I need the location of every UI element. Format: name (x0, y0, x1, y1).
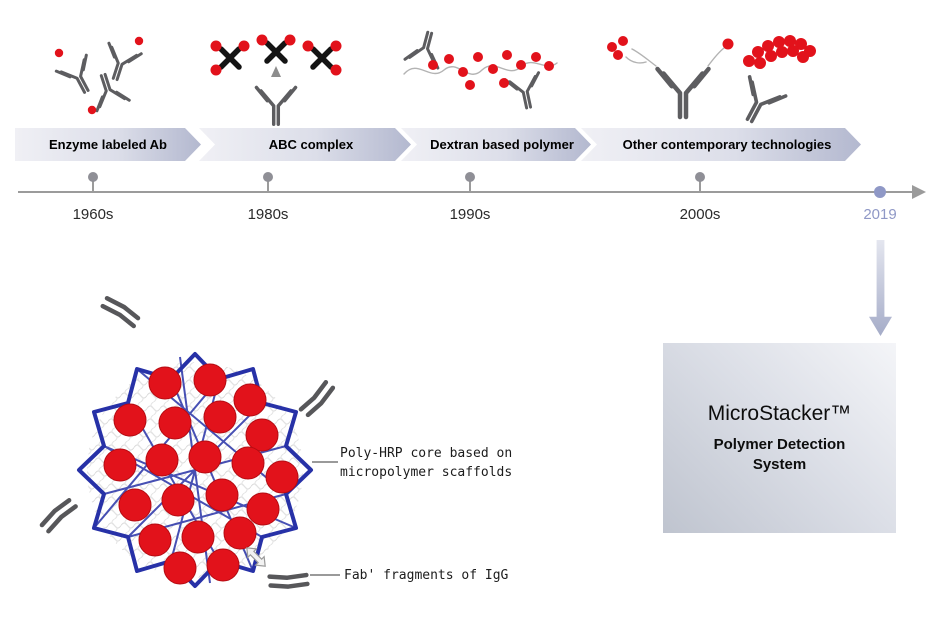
antibody-icon (503, 71, 547, 113)
antibody-icon (54, 53, 103, 101)
banner-contemporary-technologies: Other contemporary technologies (581, 128, 861, 161)
antibody-icon (403, 26, 448, 70)
year-label: 2000s (679, 206, 721, 223)
illustration-contemporary-technologies (607, 35, 816, 128)
enzyme-dot (134, 36, 144, 46)
core-label: Poly-HRP core based on micropolymer scaf… (340, 445, 512, 483)
enzyme-dots (607, 36, 628, 60)
core-label-line2: micropolymer scaffolds (340, 464, 513, 480)
enzyme-dot (722, 38, 734, 50)
avidin-x-icon (221, 49, 239, 67)
callout-line-core (312, 461, 338, 463)
banner-label: Dextran based polymer (430, 137, 574, 152)
core-label-line1: Poly-HRP core based on (340, 446, 513, 461)
tick-dot-2000s (695, 172, 705, 182)
tick-dot-1990s (465, 172, 475, 182)
tick-1990s (469, 177, 471, 192)
linker-squiggle (631, 48, 657, 67)
enzyme-dot (87, 105, 97, 115)
timeline-illustrations (54, 26, 816, 128)
tick-dot-2019 (874, 186, 886, 198)
banner-abc-complex: ABC complex (199, 128, 411, 161)
antibody-icon (254, 85, 298, 127)
avidin-x-icon (313, 49, 331, 67)
enzyme-dots (428, 50, 554, 90)
tick-2000s (699, 177, 701, 192)
banner-enzyme-labeled-ab: Enzyme labeled Ab (15, 128, 201, 161)
illustration-abc-complex (210, 34, 342, 127)
antibody-icon (85, 68, 131, 113)
avidin-x-icon (267, 43, 285, 61)
callout-line-fab (310, 574, 340, 576)
product-name: MicroStacker™ (707, 402, 852, 425)
fab-fragment-icon (37, 499, 80, 533)
product-subtitle: Polymer Detection System (713, 436, 846, 473)
product-box: MicroStacker™ Polymer Detection System (663, 343, 896, 533)
timeline-axis-arrowhead-icon (912, 185, 926, 199)
tick-dot-1980s (263, 172, 273, 182)
banner-label: ABC complex (268, 137, 354, 152)
year-label: 1990s (449, 206, 491, 223)
banner-label: Other contemporary technologies (622, 137, 832, 152)
fab-label: Fab' fragments of IgG (344, 568, 509, 583)
tick-1980s (267, 177, 269, 192)
year-label-final: 2019 (863, 206, 897, 223)
polymer-core-illustration (30, 285, 350, 630)
tick-1960s (92, 177, 94, 192)
down-arrow-icon (869, 240, 892, 336)
link-arrow-icon (271, 66, 281, 77)
double-arrow-icon (246, 547, 266, 567)
banner-dextran-polymer: Dextran based polymer (401, 128, 591, 161)
enzyme-dots (210, 34, 342, 76)
year-label: 1960s (72, 206, 114, 223)
year-label: 1980s (247, 206, 289, 223)
illustration-dextran-polymer (403, 26, 558, 113)
antibody-icon (729, 75, 788, 128)
linker-squiggle (625, 56, 647, 64)
poly-hrp-enzymes (103, 363, 299, 585)
enzyme-chain (743, 35, 816, 69)
antibody-icon (658, 69, 709, 117)
fab-fragment-icon (295, 381, 339, 417)
linker-squiggle (707, 47, 725, 67)
timeline-axis (18, 191, 915, 193)
fab-fragment-icon (100, 290, 140, 334)
dextran-backbone (403, 61, 558, 75)
tick-dot-1960s (88, 172, 98, 182)
scaffold-border (77, 352, 313, 588)
enzyme-dot (54, 48, 64, 58)
banner-label: Enzyme labeled Ab (49, 137, 167, 152)
fab-fragment-icon (267, 563, 310, 597)
illustration-enzyme-labeled-ab (54, 36, 144, 115)
